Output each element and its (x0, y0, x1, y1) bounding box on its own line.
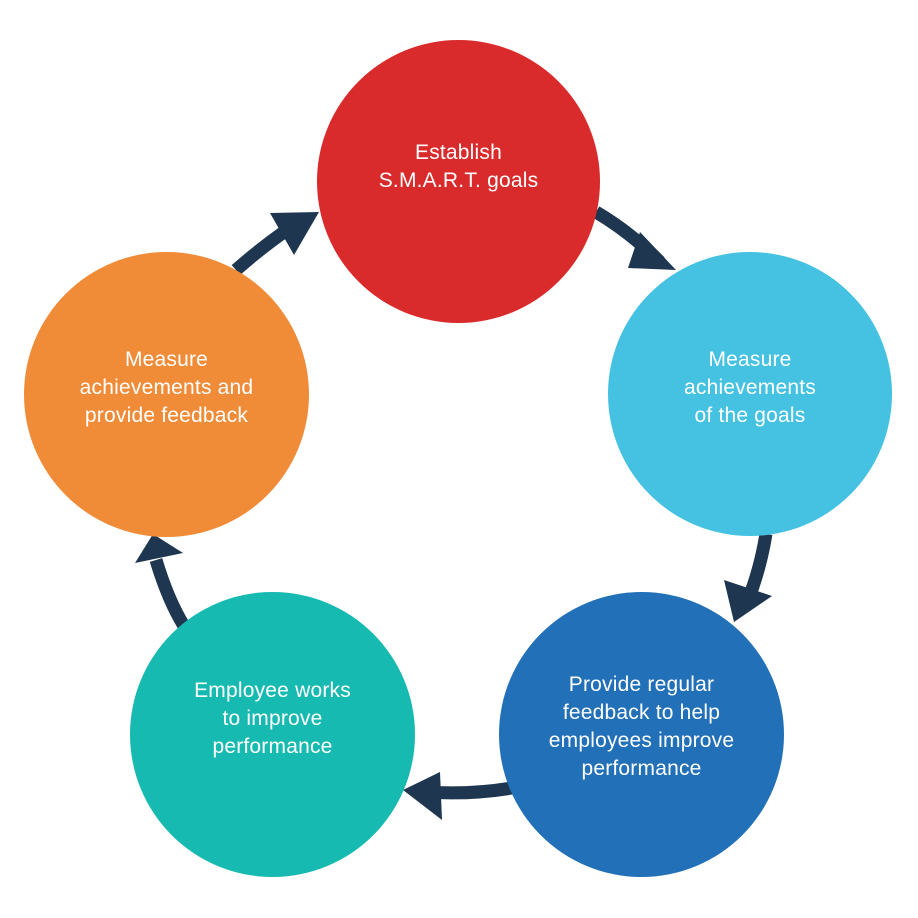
node-label-line: employees improve (548, 728, 735, 752)
node-label: Measure achievements and provide feedbac… (80, 346, 254, 430)
node-label-line: Measure (124, 347, 209, 371)
node-label-line: feedback to help (562, 700, 721, 724)
node-measure-achievements-of-goals: Measure achievements of the goals (608, 252, 892, 536)
node-label-line: to improve (222, 706, 323, 730)
node-label-line: of the goals (694, 404, 806, 427)
node-provide-regular-feedback: Provide regular feedback to help employe… (499, 592, 784, 877)
arrow-measure-feedback-to-establish (231, 212, 319, 275)
node-label-line: provide feedback (84, 403, 249, 427)
node-label-line: performance (212, 734, 333, 758)
node-label-line: achievements (684, 376, 816, 399)
arrow-feedback-to-employee (403, 772, 514, 820)
node-label-line: Employee works (194, 678, 351, 702)
node-label-line: Provide regular (568, 672, 715, 696)
node-label: Employee works to improve performance (194, 677, 351, 761)
node-establish-smart-goals: Establish S.M.A.R.T. goals (317, 40, 600, 323)
node-employee-works-to-improve: Employee works to improve performance (130, 592, 415, 877)
node-measure-achievements-and-feedback: Measure achievements and provide feedbac… (24, 252, 309, 537)
node-label-line: achievements and (79, 375, 254, 399)
node-label-line: Measure (708, 348, 792, 371)
node-label: Measure achievements of the goals (684, 346, 816, 430)
node-label-line: S.M.A.R.T. goals (378, 168, 539, 192)
node-label: Provide regular feedback to help employe… (549, 671, 734, 783)
node-label: Establish S.M.A.R.T. goals (379, 139, 539, 195)
node-label-line: performance (581, 756, 702, 780)
arrow-employee-to-measure-feedback (135, 534, 190, 630)
node-label-line: Establish (414, 140, 502, 164)
arrow-measure-to-feedback (724, 532, 773, 622)
arrow-establish-to-measure (592, 206, 676, 270)
